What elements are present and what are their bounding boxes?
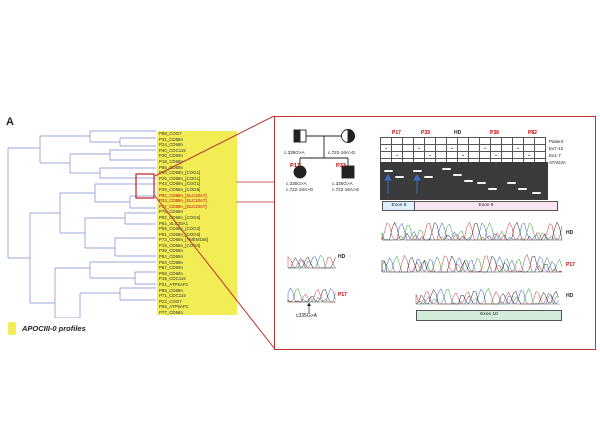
- dendrogram-label: P29_CD68n_[COG6]: [159, 186, 201, 192]
- gel-patient-p33: P33: [421, 130, 430, 136]
- legend: APOCIII-0 profiles: [8, 322, 86, 335]
- left-hd-label: HD: [338, 254, 346, 260]
- gel-arrows: [384, 174, 421, 194]
- dendrogram-label: P82_CD68n_[SLC10A7]: [159, 192, 207, 198]
- mother-genotype: c.722-16A>G: [328, 150, 356, 155]
- child1-symbol: [293, 165, 307, 179]
- legend-swatch: [8, 322, 16, 335]
- child1-genotype: c.335G>A c.722-16A>G: [286, 181, 314, 192]
- father-genotype: c.335G>A: [284, 150, 305, 155]
- child1-id: P17: [290, 163, 300, 169]
- dendrogram-label: P26_CD68n_[COG1]: [159, 175, 201, 181]
- chromatogram-trace: [381, 253, 563, 273]
- agarose-gel: [380, 162, 548, 200]
- variant-arrow-icon: [307, 302, 311, 313]
- gel-patient-p17: P17: [392, 130, 401, 136]
- right-hd-label-2: HD: [566, 293, 574, 299]
- exon9-bar: Exon 9: [414, 201, 558, 211]
- legend-label: APOCIII-0 profiles: [22, 324, 86, 333]
- dendrogram: [7, 130, 156, 318]
- highlight-cluster-box: [135, 173, 155, 199]
- dendrogram-label: P43_CD68n_[COG1]: [159, 181, 201, 187]
- gel-patient-p82: P82: [528, 130, 537, 136]
- pedigree: [293, 129, 355, 179]
- exon10-bar: Exon 10: [416, 310, 562, 321]
- chromatogram-trace: [415, 287, 560, 305]
- left-p17-label: P17: [338, 292, 347, 298]
- chromatogram-trace: [381, 221, 563, 241]
- chromatogram-trace: [287, 254, 336, 269]
- right-p17-label: P17: [566, 262, 575, 268]
- gel-patient-hd: HD: [454, 130, 462, 136]
- gel-patient-p38: P38: [490, 130, 499, 136]
- panel-letter: A: [6, 116, 14, 128]
- right-hd-label-1: HD: [566, 230, 574, 236]
- child2-id: P33: [336, 163, 346, 169]
- left-variant-label: c335G>A: [296, 313, 317, 319]
- child2-symbol: [341, 165, 355, 179]
- child2-genotype: c.335G>A c.722-16A>G: [332, 181, 360, 192]
- chromatogram-trace: [287, 287, 336, 303]
